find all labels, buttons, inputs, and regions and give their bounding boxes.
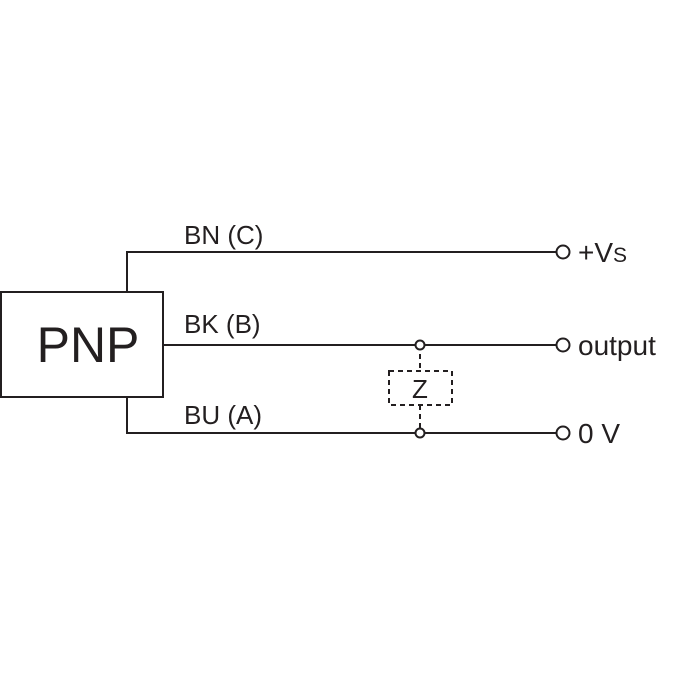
sensor-type-label: PNP xyxy=(37,317,140,373)
brown-wire-label: BN (C) xyxy=(184,220,263,250)
zero-volt-junction xyxy=(414,427,426,439)
load-label: Z xyxy=(412,374,428,404)
zero-volt-label: 0 V xyxy=(578,418,620,449)
output-junction xyxy=(414,339,426,351)
output-terminal xyxy=(555,337,571,353)
zero-volt-terminal xyxy=(555,425,571,441)
supply-label-sub: S xyxy=(613,244,627,267)
supply-label: +VS xyxy=(578,237,627,268)
supply-label-main: +V xyxy=(578,237,613,268)
blue-wire-label: BU (A) xyxy=(184,400,262,430)
brown-wire xyxy=(126,251,556,292)
blue-wire xyxy=(126,397,556,434)
black-wire-label: BK (B) xyxy=(184,309,261,339)
output-label: output xyxy=(578,330,656,361)
supply-terminal xyxy=(555,244,571,260)
pnp-sensor-box xyxy=(0,291,164,398)
